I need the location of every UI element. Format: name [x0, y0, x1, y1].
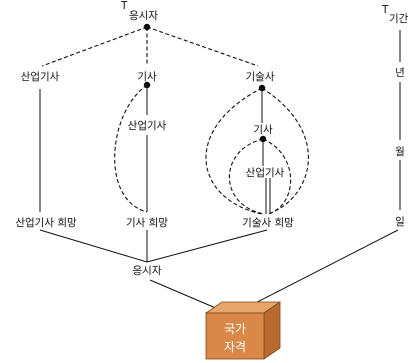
box-front-face — [205, 312, 265, 360]
time-node-label: 기간 — [389, 13, 409, 25]
edge-rightwish-to-merge — [146, 229, 268, 263]
time-day-label: 일 — [395, 215, 405, 228]
national-qualification-box: 국가 자격 — [204, 301, 282, 360]
bottom-left-label: 산업기사 희망 — [15, 216, 77, 229]
right-sub1-label: 기사 — [253, 124, 273, 136]
edge-mid-bypass — [114, 84, 148, 213]
time-month-label: 월 — [395, 146, 405, 158]
top-node-dot — [143, 23, 151, 31]
edge-top-to-left — [41, 26, 148, 67]
top-node-label: 응시자 — [129, 10, 158, 22]
bottom-right-label: 기술사 희망 — [242, 217, 294, 229]
bottom-mid-label: 기사 희망 — [126, 217, 168, 229]
edge-day-to-box — [231, 229, 399, 316]
box-label-line1: 국가 — [224, 322, 246, 336]
edge-top-to-right — [146, 26, 259, 67]
box-label-line2: 자격 — [224, 340, 246, 354]
branch-mid-label: 기사 — [137, 71, 157, 83]
edge-leftwish-to-merge — [39, 229, 148, 263]
right-sub2-label: 산업기사 — [246, 166, 285, 179]
time-t-marker: T — [381, 4, 389, 16]
merge-node-label: 응시자 — [133, 265, 162, 277]
time-year-label: 년 — [395, 67, 405, 79]
branch-right-label: 기술사 — [246, 71, 275, 83]
top-t-marker: T — [120, 0, 128, 12]
edge-right-inner-right — [262, 138, 292, 215]
edge-right-outer-right — [261, 87, 309, 215]
mid-sub-label: 산업기사 — [128, 119, 167, 132]
edge-right-inner-left — [228, 138, 265, 215]
edge-right-outer-left — [205, 87, 263, 215]
branch-left-label: 산업기사 — [21, 70, 60, 83]
